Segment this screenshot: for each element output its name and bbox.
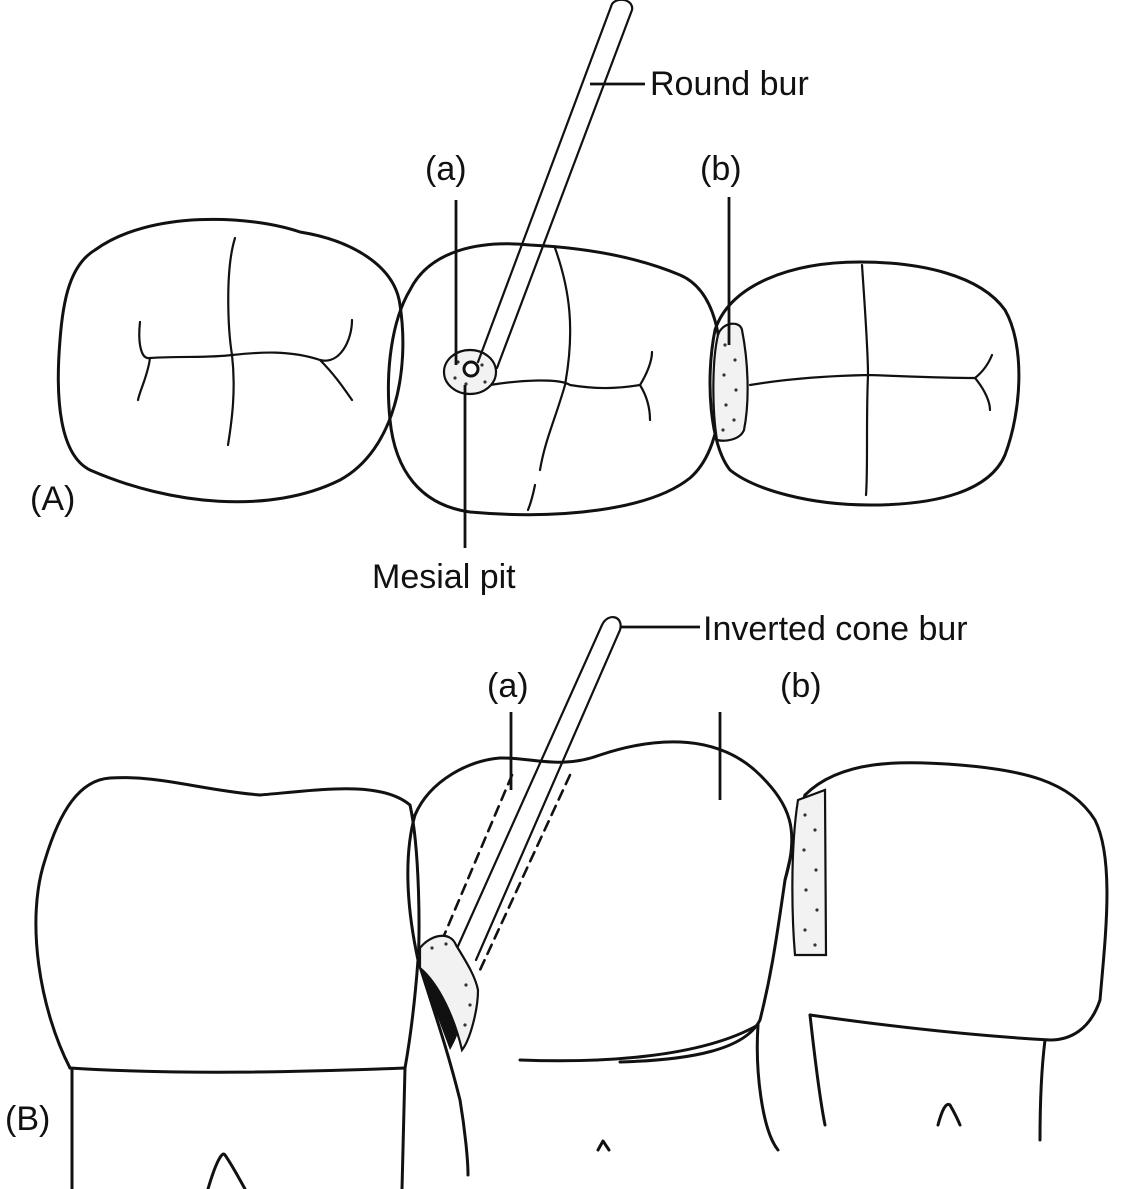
panel-b-site-b-label: (b) bbox=[780, 667, 822, 705]
middle-tooth-root-right bbox=[755, 1023, 780, 1152]
stipple-b-proximal bbox=[802, 813, 819, 947]
round-bur-shaft bbox=[476, 0, 634, 370]
inverted-cone-bur-shaft bbox=[452, 616, 622, 962]
proximal-cavity-b bbox=[791, 788, 828, 957]
left-tooth-cej bbox=[68, 1066, 407, 1074]
stipple-a-proximal bbox=[430, 942, 472, 1027]
right-tooth-root-tip bbox=[936, 1102, 962, 1127]
panel-b-site-a-label: (a) bbox=[487, 667, 529, 705]
proximal-cavity-b-occlusal bbox=[712, 322, 749, 442]
panel-b: Inverted cone bur (a) (b) (B) bbox=[5, 610, 1109, 1189]
stipple-b-occlusal bbox=[721, 343, 738, 432]
mesial-pit-label: Mesial pit bbox=[372, 558, 516, 596]
molar-right-outline bbox=[708, 260, 1021, 507]
prep-outline-right bbox=[478, 773, 572, 972]
left-tooth-root bbox=[70, 1066, 407, 1189]
left-tooth-root-tip bbox=[206, 1152, 247, 1189]
round-bur-head bbox=[462, 360, 480, 378]
premolar-middle-outline bbox=[386, 242, 723, 517]
molar-left-grooves bbox=[136, 236, 354, 447]
left-tooth-crown bbox=[34, 776, 421, 1070]
round-bur-label: Round bur bbox=[650, 65, 809, 103]
molar-left-outline bbox=[56, 217, 405, 504]
stippled-caries-margin bbox=[418, 934, 480, 1053]
premolar-middle-grooves bbox=[488, 246, 654, 512]
middle-tooth-mesial-contour bbox=[406, 813, 470, 1177]
inverted-cone-bur-label: Inverted cone bur bbox=[703, 610, 968, 648]
prep-outline-left bbox=[438, 773, 514, 947]
middle-tooth-root-tip bbox=[596, 1139, 611, 1152]
right-tooth-root bbox=[808, 1013, 1047, 1142]
right-tooth-cej bbox=[808, 1013, 1052, 1042]
panel-a-label: (A) bbox=[30, 480, 75, 518]
middle-tooth-cej bbox=[518, 1023, 760, 1063]
panel-a-site-a-label: (a) bbox=[425, 150, 467, 188]
middle-tooth-crown bbox=[413, 740, 794, 1064]
molar-right-grooves bbox=[748, 263, 994, 497]
panel-a-site-b-label: (b) bbox=[700, 150, 742, 188]
right-tooth-crown bbox=[803, 761, 1109, 1042]
panel-b-label: (B) bbox=[5, 1100, 50, 1138]
panel-a: Round bur (a) (b) Mesial pit (A) bbox=[30, 0, 1021, 596]
